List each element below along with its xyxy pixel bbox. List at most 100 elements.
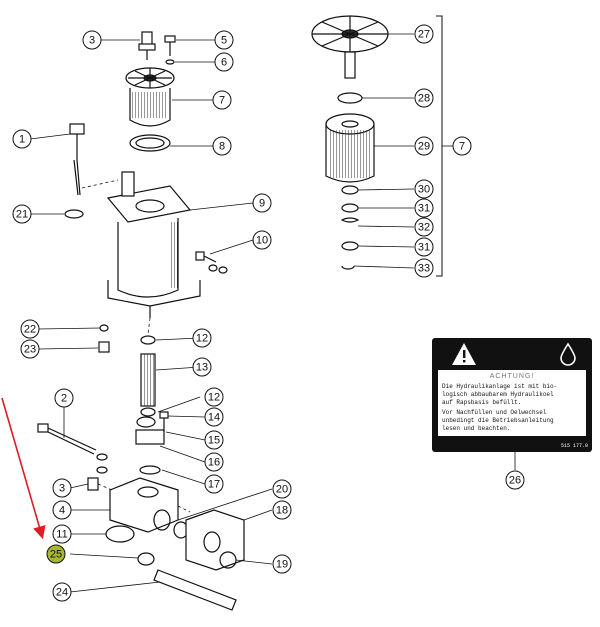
callout-3: 3 — [52, 478, 72, 498]
callout-5: 5 — [214, 30, 234, 50]
callout-circle — [52, 524, 72, 544]
red-pointer-arrow — [1, 397, 46, 540]
callout-label: 1 — [19, 134, 25, 146]
callout-circle — [204, 452, 224, 472]
callout-6: 6 — [214, 52, 234, 72]
callout-label: 30 — [418, 184, 430, 196]
filter-head-assembly — [125, 31, 176, 152]
bolt-2 — [37, 423, 108, 474]
exclamation-triangle-icon — [452, 343, 476, 365]
warning-line-3: auf Rapsbasis befüllt. — [442, 399, 522, 406]
callout-circle — [46, 544, 66, 564]
callout-31: 31 — [414, 198, 434, 218]
callout-label: 31 — [418, 242, 430, 254]
callout-30: 30 — [414, 179, 434, 199]
leader-lines — [29, 33, 516, 593]
callout-25: 25 — [46, 544, 66, 564]
warning-line-1: Die Hydraulikanlage ist mit bio- — [442, 383, 558, 390]
callout-circle — [82, 30, 102, 50]
callout-10: 10 — [252, 230, 272, 250]
screw-set-10 — [195, 251, 228, 274]
callout-label: 20 — [276, 484, 288, 496]
callout-23: 23 — [20, 339, 40, 359]
assembly-guide-lines — [81, 179, 191, 513]
callout-12: 12 — [204, 387, 224, 407]
callout-label: 16 — [208, 457, 220, 469]
screws-14-15 — [159, 411, 169, 432]
callout-circle — [414, 198, 434, 218]
callout-label: 9 — [259, 198, 265, 210]
callout-label: 7 — [459, 141, 465, 153]
shaft-parts — [137, 552, 237, 611]
callout-label: 28 — [418, 93, 430, 105]
callout-circle — [214, 30, 234, 50]
warning-decal: ACHTUNG! Die Hydraulikanlage ist mit bio… — [432, 338, 592, 452]
callout-circle — [214, 52, 234, 72]
callout-circle — [252, 193, 272, 213]
callout-label: 3 — [89, 35, 95, 47]
callout-circle — [414, 88, 434, 108]
callout-circle — [204, 407, 224, 427]
callout-9: 9 — [252, 193, 272, 213]
callout-label: 15 — [208, 435, 220, 447]
callout-circle — [252, 230, 272, 250]
callout-label: 13 — [196, 362, 208, 374]
callout-label: 26 — [509, 475, 521, 487]
callout-label: 6 — [221, 57, 227, 69]
callout-circle — [505, 470, 525, 490]
callout-label: 10 — [256, 235, 268, 247]
callout-3: 3 — [82, 30, 102, 50]
callout-label: 2 — [61, 393, 67, 405]
callout-label: 17 — [208, 479, 220, 491]
dipstick — [69, 123, 85, 196]
warning-line-2: logisch abbaubarem Hydraulikoel — [442, 391, 554, 398]
hydraulic-tank — [106, 171, 201, 318]
callout-circle — [414, 24, 434, 44]
callout-label: 5 — [221, 35, 227, 47]
callout-27: 27 — [414, 24, 434, 44]
callout-19: 19 — [272, 554, 292, 574]
callout-circle — [20, 339, 40, 359]
callout-circle — [204, 474, 224, 494]
callout-26: 26 — [505, 470, 525, 490]
callout-circle — [204, 387, 224, 407]
callout-32: 32 — [414, 217, 434, 237]
warning-decal-header — [452, 342, 576, 366]
warning-line-5: unbedingt die Betriebsanleitung — [442, 417, 554, 424]
callout-label: 3 — [59, 483, 65, 495]
callout-circle — [192, 328, 212, 348]
callout-label: 7 — [219, 95, 225, 107]
callout-7: 7 — [452, 136, 472, 156]
callout-circle — [414, 136, 434, 156]
callout-label: 8 — [219, 141, 225, 153]
callout-12: 12 — [192, 328, 212, 348]
callout-circle — [272, 479, 292, 499]
callout-label: 27 — [418, 29, 430, 41]
washer-22 — [99, 324, 109, 332]
callout-8: 8 — [212, 136, 232, 156]
callout-18: 18 — [272, 500, 292, 520]
callout-21: 21 — [12, 204, 32, 224]
callout-15: 15 — [204, 430, 224, 450]
callout-7: 7 — [212, 90, 232, 110]
callout-label: 29 — [418, 141, 430, 153]
callout-label: 32 — [418, 222, 430, 234]
warning-text-panel: ACHTUNG! Die Hydraulikanlage ist mit bio… — [438, 370, 586, 436]
callout-31: 31 — [414, 237, 434, 257]
callout-circle — [272, 500, 292, 520]
group-bracket — [436, 15, 443, 277]
callout-label: 11 — [56, 529, 67, 541]
callout-label: 33 — [418, 263, 430, 275]
callout-label: 12 — [208, 392, 220, 404]
callout-label: 22 — [24, 324, 36, 336]
callout-circle — [52, 500, 72, 520]
callout-label: 24 — [56, 587, 68, 599]
callout-circle — [414, 179, 434, 199]
callout-circle — [452, 136, 472, 156]
callout-22: 22 — [20, 319, 40, 339]
callout-circle — [414, 237, 434, 257]
callout-circle — [212, 136, 232, 156]
callout-circle — [12, 204, 32, 224]
